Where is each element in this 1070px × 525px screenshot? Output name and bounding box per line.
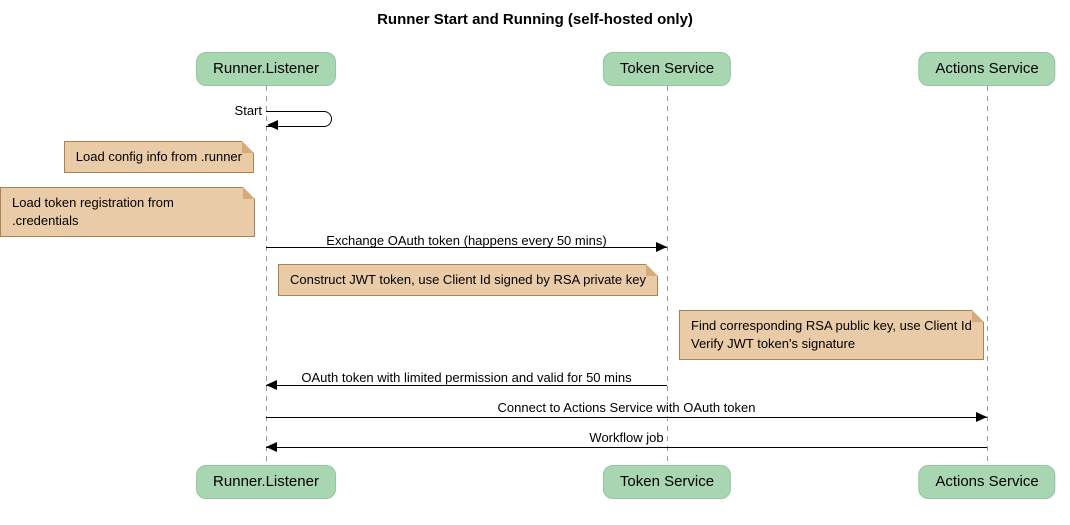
participant-actions-service-bottom: Actions Service <box>918 465 1056 499</box>
message-workflow-job-arrowhead-icon <box>266 442 277 452</box>
participant-runner-listener-top: Runner.Listener <box>196 52 336 86</box>
lifeline-actions-service <box>987 86 988 465</box>
message-start-arrow <box>266 111 332 127</box>
lifeline-runner-listener <box>266 86 267 465</box>
message-oauth-token-label: OAuth token with limited permission and … <box>301 370 632 385</box>
participant-token-service-bottom: Token Service <box>602 465 732 499</box>
message-exchange-token-line <box>266 247 667 248</box>
note-construct-jwt: Construct JWT token, use Client Id signe… <box>278 264 658 296</box>
participant-actions-service-top: Actions Service <box>918 52 1056 86</box>
lifeline-token-service <box>667 86 668 465</box>
participant-token-service-top: Token Service <box>602 52 732 86</box>
message-start-label: Start <box>234 103 262 118</box>
message-oauth-token-arrowhead-icon <box>266 380 277 390</box>
message-connect-line <box>266 417 987 418</box>
message-connect-arrowhead-icon <box>976 412 987 422</box>
message-start-arrowhead-icon <box>267 120 278 130</box>
note-load-config: Load config info from .runner <box>63 141 255 173</box>
message-exchange-token-label: Exchange OAuth token (happens every 50 m… <box>326 233 607 248</box>
participant-runner-listener-bottom: Runner.Listener <box>196 465 336 499</box>
diagram-title: Runner Start and Running (self-hosted on… <box>377 11 693 28</box>
message-connect-label: Connect to Actions Service with OAuth to… <box>497 400 756 415</box>
message-workflow-job-label: Workflow job <box>589 430 664 445</box>
message-oauth-token-line <box>266 385 667 386</box>
message-exchange-token-arrowhead-icon <box>656 242 667 252</box>
message-workflow-job-line <box>266 447 987 448</box>
note-load-token-registration: Load token registration from .credential… <box>0 187 255 237</box>
note-verify-jwt: Find corresponding RSA public key, use C… <box>679 310 984 360</box>
